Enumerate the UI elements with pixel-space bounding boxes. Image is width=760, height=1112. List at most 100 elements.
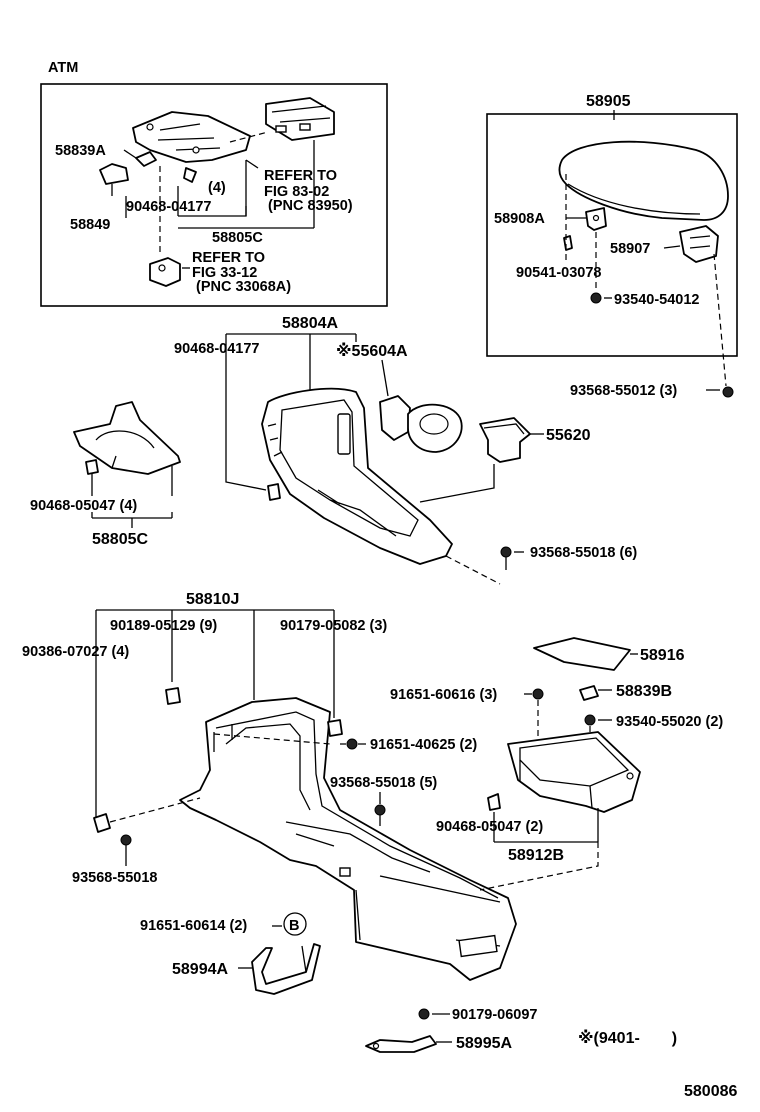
label-93540-55020: 93540‐55020 (2): [616, 714, 723, 730]
label-refer2-line2: FIG 33‐12: [192, 265, 257, 281]
label-91651-40625: 91651‐40625 (2): [370, 737, 477, 753]
label-90468-04177: 90468‐04177: [174, 341, 259, 357]
diagram-id: 580086: [684, 1083, 737, 1100]
armrest-section: 58905 58908A 58907 90541‐03078 93540‐540…: [486, 93, 738, 357]
dash-58912b-to-console: [479, 842, 599, 891]
latch-58907-part: [679, 225, 719, 263]
label-93568-55018-6: 93568‐55018 (6): [530, 545, 637, 561]
applicability-note: ※(9401‐ ): [578, 1029, 677, 1047]
leader-55620-down: [419, 464, 495, 503]
clip-58839a-part: [135, 151, 157, 167]
dash-atm-upper: [229, 131, 269, 143]
label-refer1-line3: (PNC 83950): [268, 198, 353, 214]
label-90189-05129: 90189‐05129 (9): [110, 618, 217, 634]
dash-armrest-screw: [713, 253, 727, 387]
leader-55604a: [381, 359, 389, 397]
upper-console-section: 58804A 90468‐04177 ※55604A 55620: [174, 315, 637, 585]
indicator-switch-part: [265, 97, 335, 141]
shift-boot-section: 90468‐05047 (4) 58805C: [30, 401, 181, 548]
leader-58907: [663, 245, 681, 249]
label-58994a: 58994A: [172, 961, 228, 978]
clip-90468-console: [267, 483, 281, 501]
armrest-lid-part: [558, 140, 729, 221]
label-58810j: 58810J: [186, 591, 239, 608]
leader-58849: [111, 184, 127, 218]
label-55620: 55620: [546, 427, 591, 444]
label-93540-54012: 93540‐54012: [614, 292, 699, 308]
clip-90386: [93, 813, 111, 833]
circle-b-marker: [283, 912, 307, 936]
lower-console-section: 58810J 90189‐05129 (9) 90179‐05082 (3) 9…: [22, 591, 517, 981]
label-refer2-line3: (PNC 33068A): [196, 279, 291, 295]
leader-90468-05047-2: [493, 808, 599, 842]
lower-bracket-part: [149, 257, 181, 287]
label-58839b: 58839B: [616, 683, 672, 700]
atm-title: ATM: [48, 60, 78, 76]
label-58839a: 58839A: [55, 143, 106, 159]
label-90386-07027: 90386‐07027 (4): [22, 644, 129, 660]
label-refer1-line1: REFER TO: [264, 168, 337, 184]
dash-lower-left: [109, 797, 201, 823]
leader-90468-04177: [225, 356, 267, 491]
shift-boot-part: [73, 401, 181, 475]
label-58805c-left: 58805C: [92, 531, 148, 548]
screw-93568-55018-5: [374, 804, 386, 816]
label-58908a: 58908A: [494, 211, 545, 227]
clip-90179-05082: [327, 719, 343, 737]
armrest-title: 58905: [586, 93, 631, 110]
label-90541-03078: 90541‐03078: [516, 265, 601, 281]
label-93568-55018-5: 93568‐55018 (5): [330, 775, 437, 791]
bracket-58810j: [95, 609, 335, 820]
upper-console-panel-part: [261, 387, 453, 565]
clip-58839b: [579, 685, 599, 701]
screw-93568-55018: [120, 834, 132, 846]
bottom-parts-section: 91651‐60614 (2) B 58994A 90179‐06097 589…: [140, 912, 737, 1100]
label-refer1-line2: FIG 83‐02: [264, 184, 329, 200]
bracket-58995a-part: [365, 1035, 437, 1053]
atm-section: ATM: [40, 60, 388, 307]
bracket-58994a-part: [251, 943, 321, 995]
armrest-box-frame: [486, 113, 738, 357]
mat-58916-part: [533, 637, 631, 671]
label-58907: 58907: [610, 241, 650, 257]
label-qty-4: (4): [208, 180, 226, 196]
leader-refer-83: [245, 159, 259, 216]
leader-atm-right: [178, 140, 315, 229]
label-93568-55018: 93568‐55018: [72, 870, 157, 886]
screw-91651-40625: [346, 738, 358, 750]
clip-90468-05047: [85, 459, 99, 475]
screw-93568-55012: [722, 386, 734, 398]
screw-93568-55018-6: [500, 546, 512, 558]
label-90468-05047-4: 90468‐05047 (4): [30, 498, 137, 514]
leader-90468-05047: [91, 466, 173, 496]
label-circle-b: B: [289, 918, 299, 934]
bracket-58849-part: [99, 163, 129, 185]
label-refer2-line1: REFER TO: [192, 250, 265, 266]
bracket-58804a: [225, 333, 357, 394]
label-90179-06097: 90179‐06097: [452, 1007, 537, 1023]
label-91651-60614: 91651‐60614 (2): [140, 918, 247, 934]
shift-bracket-part: [132, 111, 251, 163]
pin-90541-part: [563, 235, 573, 251]
console-box-58912b-part: [507, 731, 641, 813]
label-58995a: 58995A: [456, 1035, 512, 1052]
label-90468-04177-atm: 90468‐04177: [126, 199, 211, 215]
bracket-58805c-left: [91, 512, 173, 528]
leader-58839a: [123, 149, 137, 159]
clip-90468-small-part: [183, 167, 197, 183]
label-58804a: 58804A: [282, 315, 338, 332]
console-box-section: 58916 91651‐60616 (3) 58839B 93540‐55020…: [390, 637, 723, 891]
screw-93540-55020: [584, 714, 596, 726]
clip-90468-05047-2: [487, 793, 501, 811]
label-58912b: 58912B: [508, 847, 564, 864]
label-91651-60616: 91651‐60616 (3): [390, 687, 497, 703]
label-58805c-atm: 58805C: [212, 230, 263, 246]
screw-93540-54012: [590, 292, 602, 304]
screw-91651-60616: [532, 688, 544, 700]
ashtray-55620-part: [479, 417, 531, 463]
dash-93568-6: [445, 555, 501, 585]
label-58916: 58916: [640, 647, 685, 664]
clip-90189: [165, 687, 181, 705]
lower-console-body-part: [179, 697, 517, 981]
